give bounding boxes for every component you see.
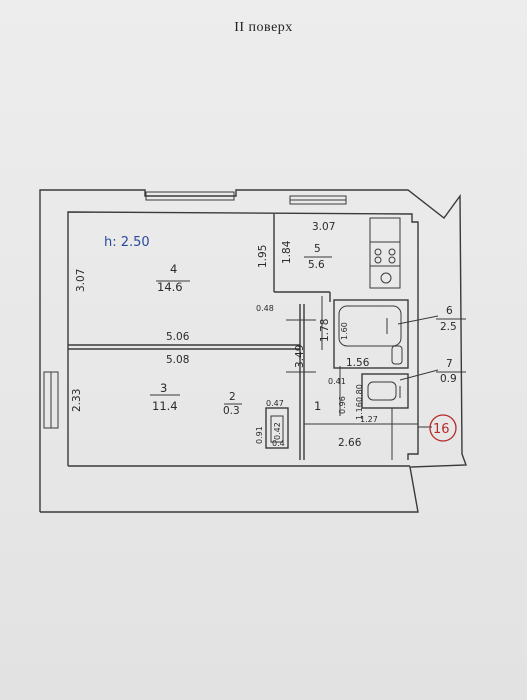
dim-room3-width: 5.08: [166, 354, 189, 366]
room3-number: 3: [160, 381, 167, 395]
dim-closet-h: 0.91: [255, 426, 264, 444]
room7-area: 0.9: [440, 373, 457, 385]
toilet: [367, 381, 397, 401]
room2-number: 2: [229, 391, 236, 403]
stove-burner: [388, 248, 396, 256]
apartment-number: 16: [433, 422, 450, 437]
dim-left-top: 3.07: [75, 269, 87, 292]
leader-room7: [399, 369, 439, 381]
dim-wc-c: 0.96: [338, 396, 347, 414]
room1-number: 1: [314, 399, 321, 413]
dim-wc-b: 0.80: [355, 384, 364, 402]
floor-title: II поверх: [234, 20, 293, 35]
closet-walls: [265, 407, 289, 449]
room5-area: 5.6: [308, 259, 325, 271]
dim-wc-a: 0.41: [328, 377, 346, 386]
inner-wall: [67, 211, 419, 466]
dim-wc-width: 1.27: [360, 415, 378, 424]
dim-closet-d: 0.42: [273, 422, 282, 440]
dim-room5-width: 3.07: [312, 221, 335, 233]
dim-bath-height: 1.60: [340, 322, 349, 340]
bathtub: [338, 305, 402, 347]
apartment-number-circle: [429, 414, 457, 442]
room5-number: 5: [314, 243, 321, 255]
dim-closet-w: 0.47: [266, 399, 284, 408]
dim-room4-width: 5.06: [166, 331, 190, 343]
dim-hall-width: 2.66: [338, 437, 362, 449]
room6-area: 2.5: [440, 321, 457, 333]
room4-area: 14.6: [157, 280, 183, 294]
dim-room4-right-inner: 1.84: [281, 240, 293, 264]
dim-closet-e: 0.4: [272, 439, 285, 448]
room6-number: 6: [446, 305, 453, 317]
dim-partition-height: 3.49: [294, 345, 306, 368]
closet-inner: [270, 415, 284, 443]
kitchen-unit: [369, 217, 401, 289]
height-note: h: 2.50: [104, 235, 150, 250]
dim-wc-d: 1.16: [355, 402, 364, 420]
dim-left-bottom: 2.33: [71, 389, 83, 412]
room2-area: 0.3: [223, 405, 240, 417]
dim-corridor-height: 1.78: [319, 319, 331, 342]
stove-burner: [374, 256, 382, 264]
outer-wall: [39, 189, 467, 513]
stove-burner: [388, 256, 396, 264]
washbasin: [391, 345, 403, 365]
wc-walls: [361, 373, 409, 409]
kitchen-sink: [380, 272, 392, 284]
stove-burner: [374, 248, 382, 256]
leader-room6: [397, 315, 439, 325]
dim-room4-right-outer: 1.95: [257, 245, 269, 268]
dim-small-gap: 0.48: [256, 304, 274, 313]
room7-number: 7: [446, 358, 453, 370]
dim-bath-width: 1.56: [346, 357, 370, 369]
room3-area: 11.4: [152, 399, 178, 413]
bathroom-walls: [333, 299, 409, 369]
room4-number: 4: [170, 262, 177, 276]
